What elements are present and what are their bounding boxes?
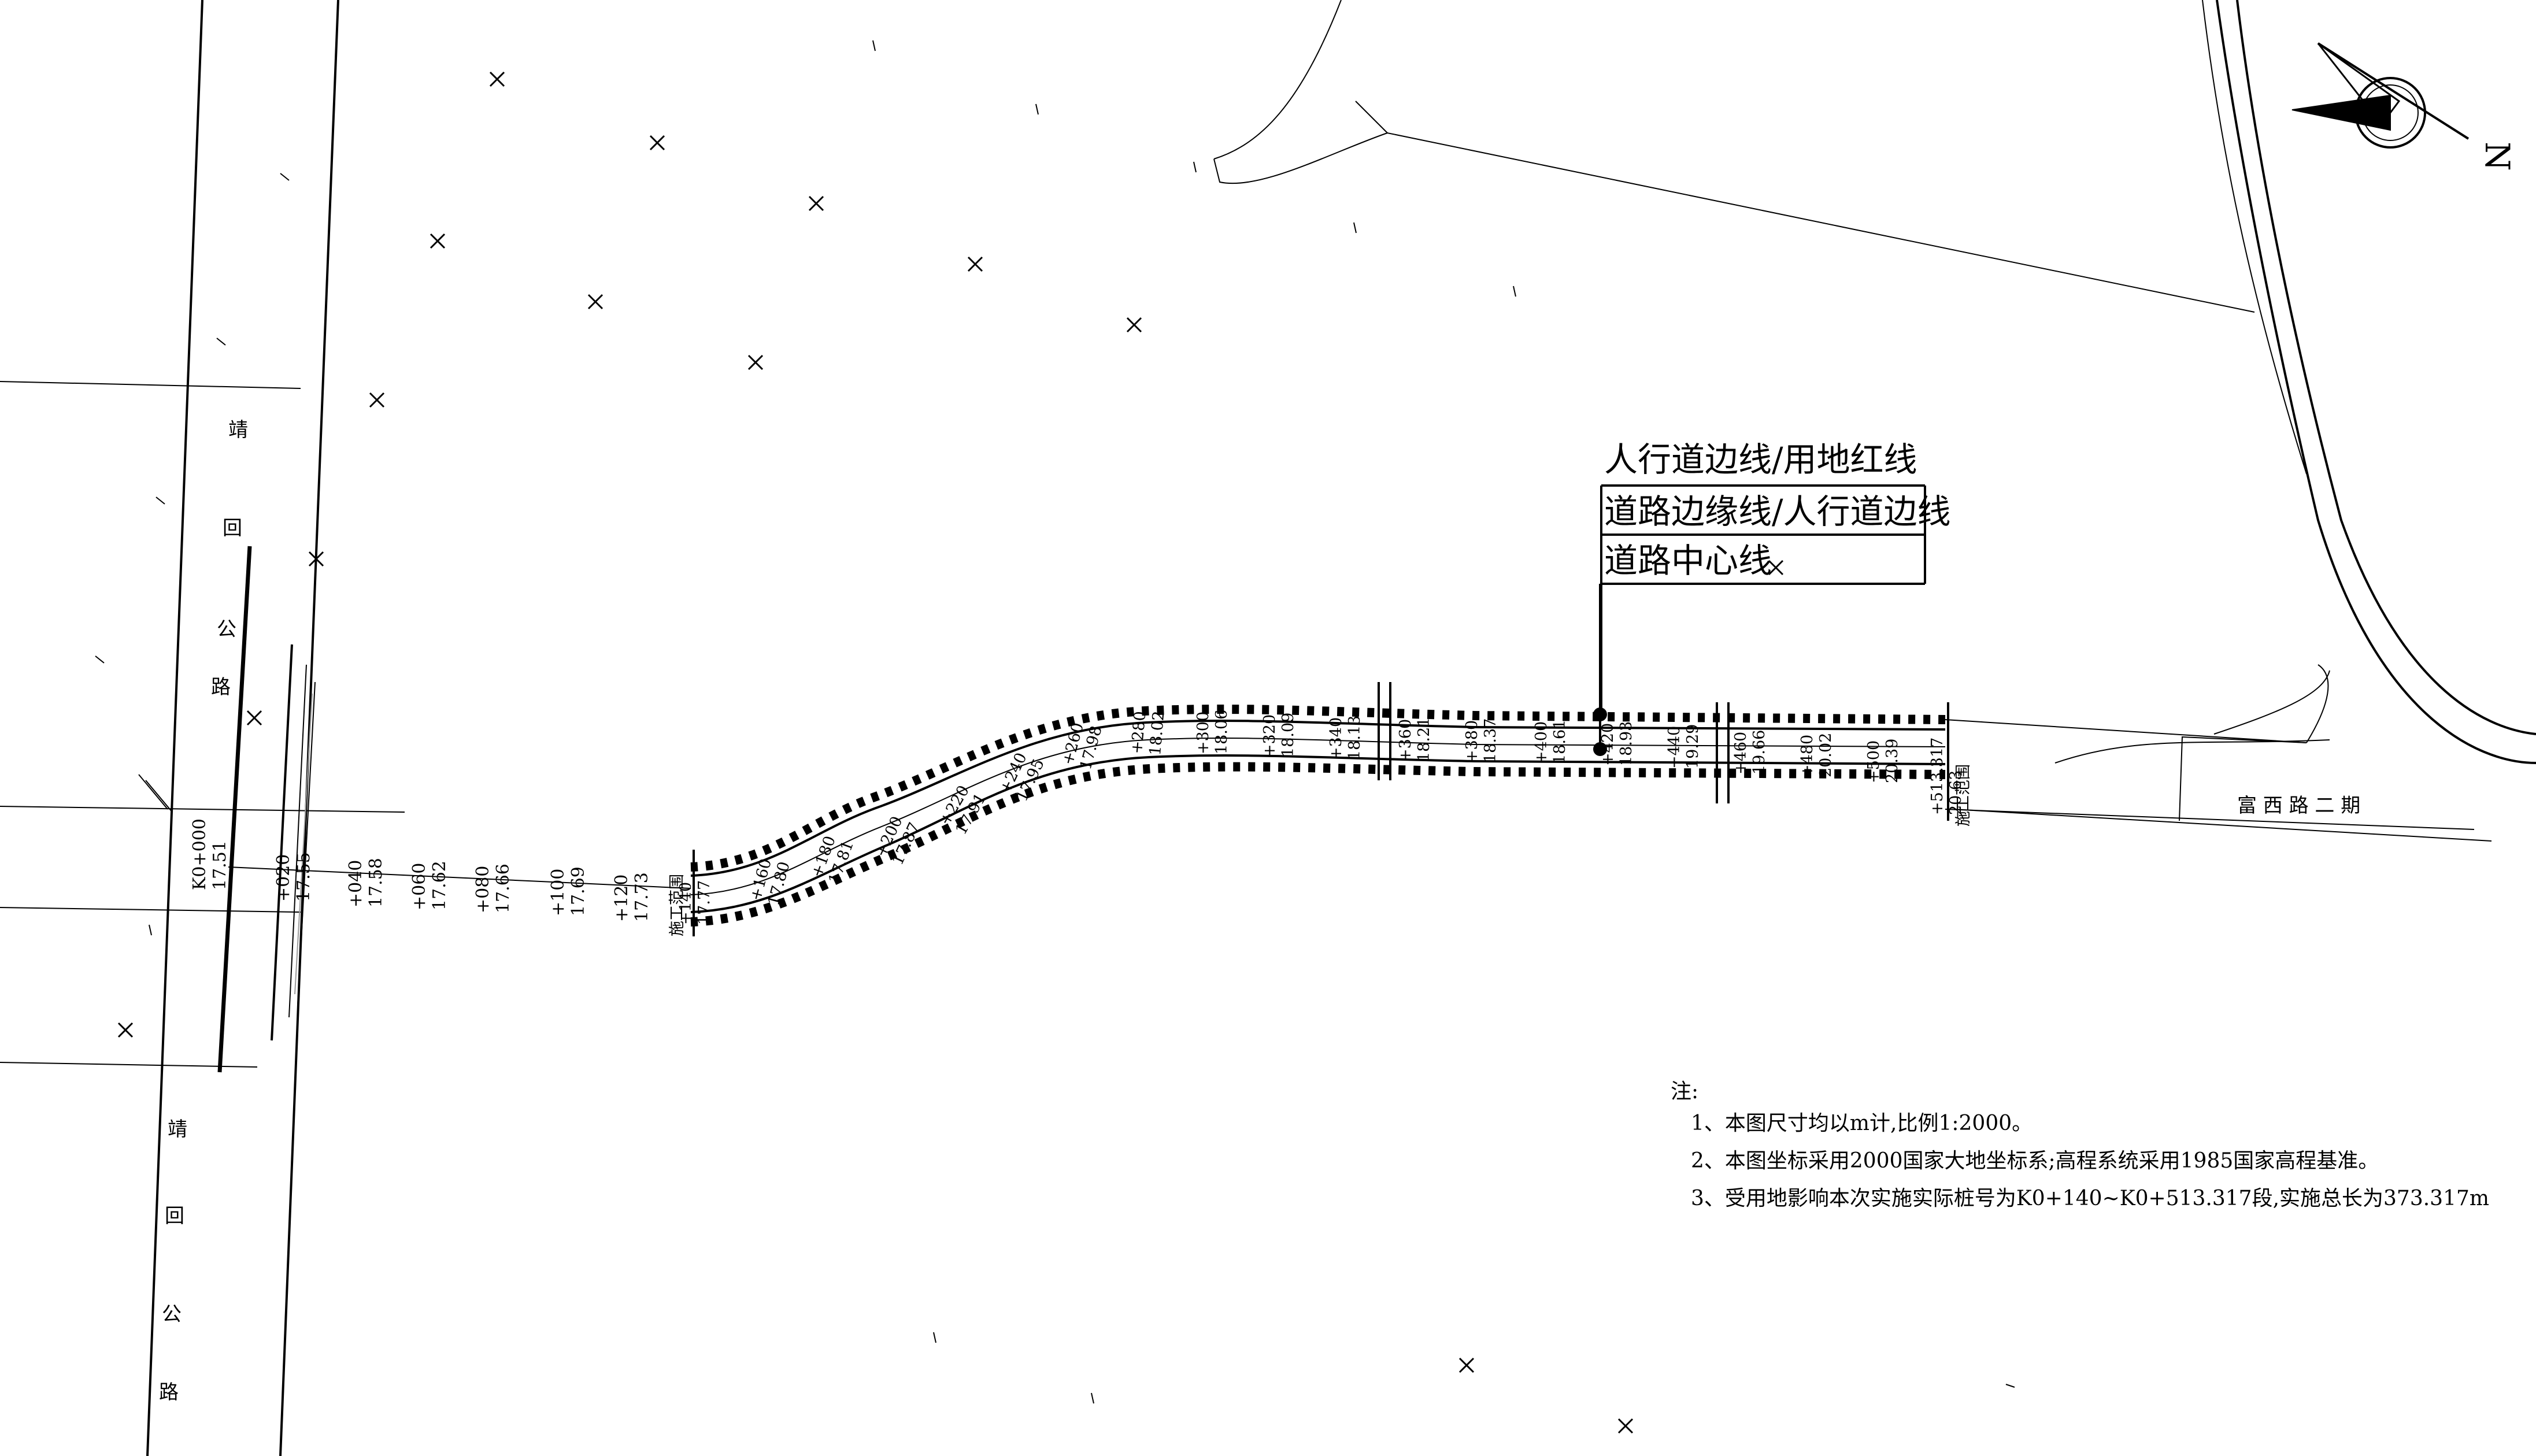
elev-s380: 18.37 (1482, 718, 1500, 763)
station-s40: +040 (346, 860, 366, 907)
elev-s340: 18.13 (1346, 716, 1364, 760)
elev-s320: 18.09 (1279, 713, 1297, 757)
station-s360: +360 (1397, 719, 1415, 762)
grid-crosses (95, 40, 2015, 1434)
station-s340: +340 (1327, 717, 1345, 760)
road-char-2: 回 (223, 517, 242, 540)
station-s480: +480 (1798, 735, 1816, 777)
note-1: 1、本图尺寸均以m计,比例1:2000。 (1691, 1112, 2032, 1135)
station-s300: +300 (1194, 712, 1212, 754)
legend-row-3: 道路中心线 (1604, 541, 1772, 580)
notes-title: 注: (1671, 1080, 1698, 1103)
elev-s460: 19.66 (1750, 730, 1768, 775)
elev-s400: 18.61 (1551, 720, 1569, 764)
road-name-east: 富 西 路 二 期 (2237, 794, 2360, 817)
station-s280: +280 (1128, 710, 1149, 755)
elev-s20: 17.55 (294, 852, 314, 902)
notes: 注: 1、本图尺寸均以m计,比例1:2000。 2、本图坐标采用2000国家大地… (1671, 1080, 2489, 1210)
note-3: 3、受用地影响本次实施实际桩号为K0+140~K0+513.317段,实施总长为… (1691, 1187, 2489, 1210)
road-name-west-top: 靖 回 公 路 (211, 418, 248, 699)
elev-s40: 17.58 (366, 858, 386, 907)
elev-s100: 17.69 (568, 866, 588, 916)
station-s420: +420 (1599, 723, 1617, 766)
construction-start-label: 施工范围 (668, 874, 686, 936)
road-char-8: 路 (159, 1381, 179, 1404)
elev-s300: 18.06 (1213, 710, 1231, 754)
elev-s140: 17.77 (695, 880, 713, 925)
station-s460: +460 (1732, 732, 1750, 775)
station-s380: +380 (1463, 720, 1481, 763)
existing-road-east (1945, 0, 2536, 842)
elev-s513: 20.63 (1947, 770, 1965, 815)
station-k0: K0+000 (190, 818, 210, 890)
road-char-4: 路 (211, 676, 231, 699)
station-s440: +440 (1665, 726, 1683, 769)
station-s80: +080 (473, 866, 493, 913)
north-arrow: N (2291, 42, 2517, 171)
road-centerline-west (228, 866, 691, 889)
road-char-3: 公 (217, 618, 236, 641)
elev-s80: 17.66 (493, 864, 513, 913)
site-boundaries (1213, 0, 2255, 313)
elev-s500: 20.39 (1883, 739, 1901, 783)
station-s140: +140 (677, 882, 695, 925)
station-s20: +020 (273, 854, 294, 902)
elev-s480: 20.02 (1817, 733, 1835, 777)
elev-s420: 18.93 (1617, 721, 1635, 766)
elev-s60: 17.62 (430, 861, 450, 910)
existing-road-west (0, 0, 405, 1456)
legend-leader: 人行道边线/用地红线 道路边缘线/人行道边线 道路中心线 (1593, 440, 1951, 756)
station-s500: +500 (1865, 740, 1883, 783)
legend-row-1: 人行道边线/用地红线 (1604, 440, 1917, 479)
road-char-5: 靖 (168, 1118, 187, 1141)
elev-s360: 18.21 (1415, 717, 1433, 762)
station-s120: +120 (612, 875, 632, 922)
elev-s280: 18.02 (1146, 710, 1168, 757)
construction-end-label: 施工范围 (1954, 764, 1972, 827)
station-s100: +100 (548, 869, 568, 916)
elev-s120: 17.73 (632, 872, 652, 922)
north-label: N (2478, 142, 2517, 171)
new-road (690, 682, 1949, 936)
road-char-7: 公 (162, 1303, 182, 1326)
elev-k0: 17.51 (210, 840, 230, 890)
station-s60: +060 (409, 863, 430, 910)
road-name-west-bottom: 靖 回 公 路 (159, 1118, 187, 1404)
elev-s440: 19.29 (1684, 724, 1702, 769)
legend-row-2: 道路边缘线/人行道边线 (1604, 492, 1951, 531)
station-s320: +320 (1261, 714, 1279, 757)
station-s400: +400 (1532, 721, 1550, 764)
note-2: 2、本图坐标采用2000国家大地坐标系;高程系统采用1985国家高程基准。 (1691, 1149, 2379, 1173)
road-char-6: 回 (165, 1205, 184, 1228)
road-char-1: 靖 (228, 418, 248, 442)
station-s513: +513.317 (1928, 738, 1946, 815)
